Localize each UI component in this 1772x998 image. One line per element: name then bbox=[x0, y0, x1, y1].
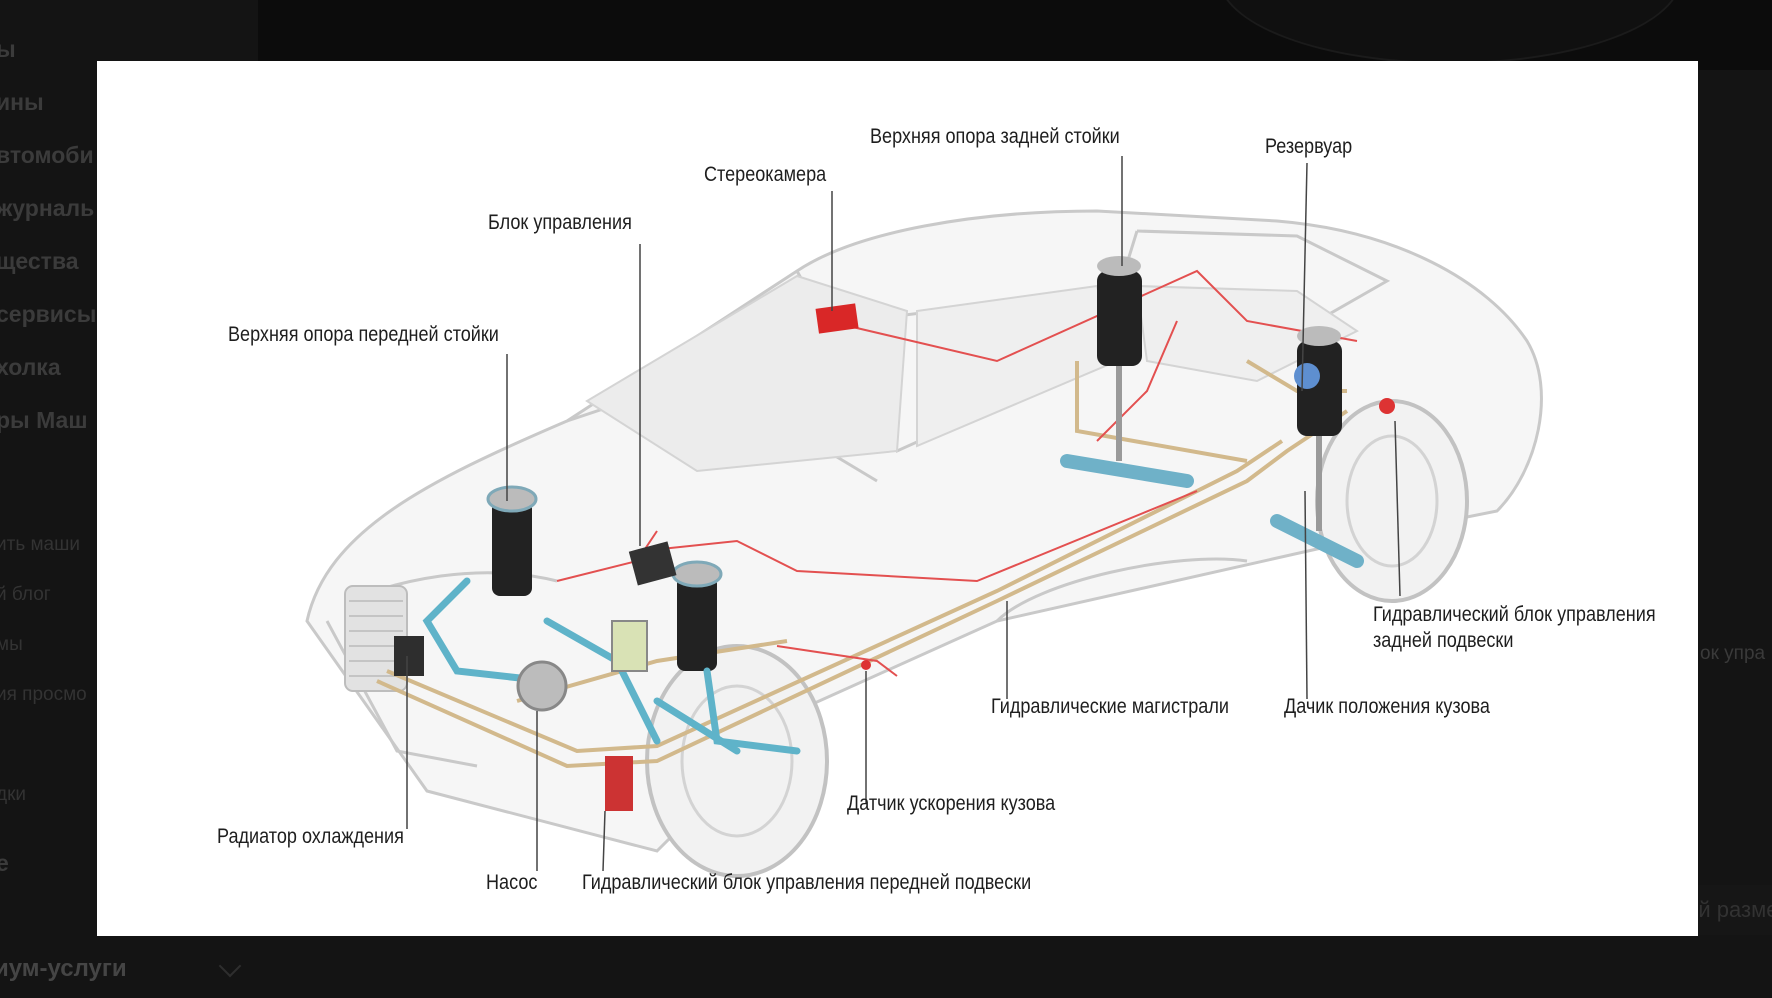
sidebar-subitem[interactable]: дки bbox=[0, 784, 27, 805]
label-front-hydraulic-unit: Гидравлический блок управления передней … bbox=[582, 871, 1032, 894]
label-body-accel-sensor: Датчик ускорения кузова bbox=[847, 792, 1056, 815]
image-lightbox[interactable]: Верхняя опора задней стойки Резервуар Ст… bbox=[97, 61, 1698, 936]
sidebar-item[interactable]: журналь bbox=[0, 195, 95, 221]
label-rear-hydraulic-unit: Гидравлический блок управления bbox=[1373, 603, 1656, 626]
sidebar-item[interactable]: холка bbox=[0, 354, 61, 380]
sidebar-subitem[interactable]: ия просмо bbox=[0, 684, 87, 705]
label-rear-strut-mount: Верхняя опора задней стойки bbox=[870, 125, 1120, 148]
sidebar-subitem[interactable]: мы bbox=[0, 634, 23, 655]
sidebar-item[interactable]: сервисы bbox=[0, 301, 97, 327]
sidebar-item[interactable]: щества bbox=[0, 248, 79, 274]
label-cooling-radiator: Радиатор охлаждения bbox=[217, 825, 404, 848]
background-caption: ок упра bbox=[1700, 643, 1766, 664]
label-stereo-camera: Стереокамера bbox=[704, 163, 827, 186]
chevron-down-icon[interactable] bbox=[218, 954, 242, 978]
label-reservoir: Резервуар bbox=[1265, 135, 1353, 158]
label-rear-hydraulic-unit-line2: задней подвески bbox=[1373, 629, 1514, 652]
sidebar-subitem[interactable]: ить маши bbox=[0, 534, 80, 555]
sidebar-item[interactable]: е bbox=[0, 850, 9, 876]
label-hydraulic-lines: Гидравлические магистрали bbox=[991, 695, 1229, 718]
sidebar-item[interactable]: ины bbox=[0, 89, 44, 115]
label-control-unit: Блок управления bbox=[488, 211, 632, 234]
sidebar-premium-services[interactable]: иум-услуги bbox=[0, 955, 127, 982]
sidebar-item[interactable]: ры Маш bbox=[0, 407, 88, 433]
sidebar-item[interactable]: втомоби bbox=[0, 142, 94, 168]
label-pump: Насос bbox=[486, 871, 538, 894]
sidebar-subitem[interactable]: й блог bbox=[0, 584, 51, 605]
background-hero-image bbox=[258, 0, 1772, 70]
label-front-strut-mount: Верхняя опора передней стойки bbox=[228, 323, 499, 346]
label-body-level-sensor: Дачик положения кузова bbox=[1284, 695, 1490, 718]
sidebar-item[interactable]: ы bbox=[0, 36, 16, 62]
car-suspension-diagram bbox=[305, 156, 1543, 878]
